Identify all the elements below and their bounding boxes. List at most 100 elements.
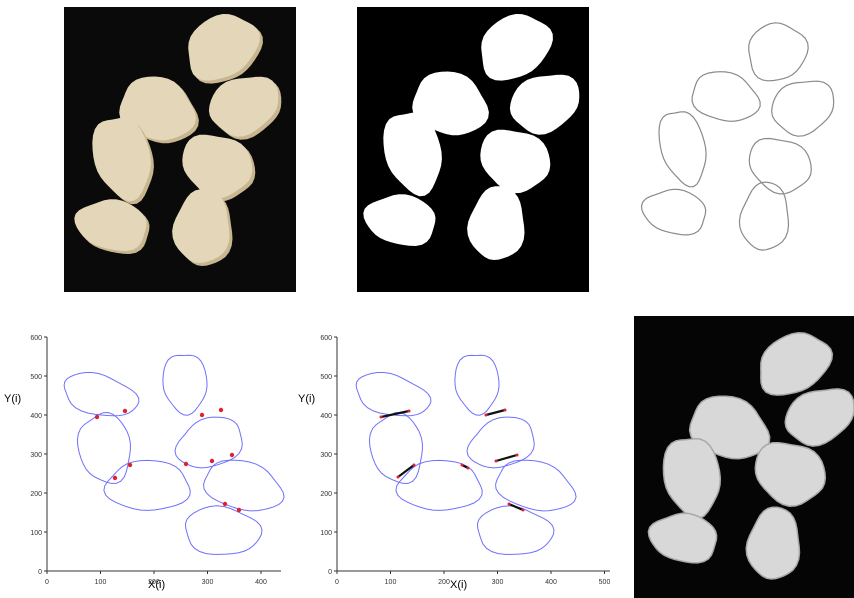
split-endpoint bbox=[379, 415, 383, 419]
bean-photo-panel bbox=[64, 7, 296, 292]
mask-bean bbox=[383, 112, 442, 197]
split-endpoint bbox=[396, 475, 400, 479]
bean-outline bbox=[658, 111, 707, 188]
concave-point-marker bbox=[122, 408, 128, 414]
bean-contour bbox=[76, 411, 131, 484]
x-tick-label: 0 bbox=[335, 579, 339, 586]
mask-bean bbox=[481, 14, 553, 81]
outline-panel bbox=[640, 22, 835, 251]
x-tick-label: 300 bbox=[202, 579, 214, 586]
gray-beans bbox=[647, 331, 854, 580]
bean bbox=[182, 134, 253, 199]
photo-beans bbox=[74, 14, 282, 266]
bean-contour bbox=[368, 411, 423, 484]
plot-right-xlabel: X(i) bbox=[450, 579, 467, 591]
concave-point-marker bbox=[222, 501, 228, 507]
split-endpoint bbox=[521, 508, 525, 512]
concave-point-marker bbox=[183, 461, 189, 467]
bean-contour bbox=[476, 505, 555, 555]
grayscale-photo-panel bbox=[634, 316, 854, 598]
y-tick-label: 500 bbox=[320, 374, 332, 381]
y-tick-label: 400 bbox=[320, 413, 332, 420]
bean bbox=[119, 76, 196, 141]
plot-right-contours bbox=[355, 354, 577, 555]
split-endpoint bbox=[460, 463, 464, 467]
bean-outline bbox=[640, 188, 707, 236]
bean-contour bbox=[174, 416, 243, 469]
gray-bean bbox=[662, 437, 722, 520]
concave-point-marker bbox=[199, 412, 205, 418]
bean-contour bbox=[63, 372, 140, 417]
plot-right-cuts bbox=[379, 408, 525, 512]
y-tick-label: 300 bbox=[320, 452, 332, 459]
plot-left-contours bbox=[63, 354, 285, 555]
y-tick-label: 600 bbox=[320, 335, 332, 342]
split-endpoint bbox=[407, 409, 411, 413]
bean-contour bbox=[184, 505, 263, 555]
contour-plot-left: 0 100 200 300 400 0 100 200 300 400 500 600 Y(i) X(… bbox=[4, 335, 285, 591]
plot-left-xlabel: X(i) bbox=[148, 579, 165, 591]
y-tick-label: 400 bbox=[30, 413, 42, 420]
x-tick-label: 0 bbox=[45, 579, 49, 586]
y-tick-label: 600 bbox=[30, 335, 42, 342]
bean-contour bbox=[203, 459, 285, 512]
x-tick-label: 500 bbox=[599, 579, 610, 586]
x-tick-label: 300 bbox=[492, 579, 504, 586]
bean-contour bbox=[103, 459, 191, 511]
bean-contour bbox=[355, 372, 432, 417]
concave-point-marker bbox=[236, 507, 242, 513]
split-endpoint bbox=[412, 463, 416, 467]
bean bbox=[172, 189, 230, 263]
gray-bean bbox=[754, 441, 827, 507]
bean-contour bbox=[495, 459, 577, 512]
concave-point-marker bbox=[229, 452, 235, 458]
y-tick-label: 0 bbox=[38, 569, 42, 576]
plot-left-axes: 0 100 200 300 400 0 100 200 300 400 500 600 bbox=[30, 335, 281, 586]
plot-left-markers bbox=[94, 407, 242, 513]
gray-bean bbox=[745, 506, 801, 580]
split-endpoint bbox=[507, 502, 511, 506]
x-tick-label: 100 bbox=[385, 579, 397, 586]
x-tick-label: 200 bbox=[438, 579, 450, 586]
y-tick-label: 100 bbox=[30, 530, 42, 537]
gray-bean bbox=[784, 388, 854, 447]
split-endpoint bbox=[515, 453, 519, 457]
split-endpoint bbox=[503, 408, 507, 412]
y-tick-label: 500 bbox=[30, 374, 42, 381]
x-tick-label: 400 bbox=[255, 579, 267, 586]
y-tick-label: 0 bbox=[328, 569, 332, 576]
gray-bean bbox=[688, 395, 771, 460]
plot-left-ylabel: Y(i) bbox=[4, 393, 21, 405]
binary-mask-panel bbox=[357, 7, 589, 292]
split-line bbox=[380, 409, 410, 419]
bean-outline bbox=[738, 181, 790, 251]
x-tick-label: 400 bbox=[545, 579, 557, 586]
split-endpoint bbox=[484, 413, 488, 417]
bean bbox=[92, 117, 151, 202]
concave-point-marker bbox=[127, 462, 133, 468]
split-line bbox=[485, 408, 506, 417]
bean-outline bbox=[748, 137, 812, 195]
y-tick-label: 200 bbox=[30, 491, 42, 498]
bean-contour bbox=[454, 354, 500, 416]
mask-bean bbox=[467, 186, 525, 260]
bean-outline bbox=[771, 80, 835, 137]
concave-point-marker bbox=[218, 407, 224, 413]
gray-bean bbox=[760, 331, 834, 396]
bean bbox=[74, 199, 147, 251]
outline-beans bbox=[640, 22, 835, 251]
x-tick-label: 100 bbox=[95, 579, 107, 586]
x-tick-label: 200 bbox=[148, 579, 160, 586]
y-tick-label: 300 bbox=[30, 452, 42, 459]
mask-bean bbox=[480, 129, 551, 194]
gray-bean bbox=[647, 512, 718, 564]
bean-contour bbox=[162, 354, 208, 416]
split-line bbox=[397, 464, 415, 478]
mask-bean bbox=[509, 74, 580, 135]
split-line bbox=[508, 502, 524, 512]
mask-beans bbox=[363, 14, 580, 260]
concave-point-marker bbox=[94, 414, 100, 420]
split-endpoint bbox=[466, 466, 470, 470]
concave-point-marker bbox=[209, 458, 215, 464]
